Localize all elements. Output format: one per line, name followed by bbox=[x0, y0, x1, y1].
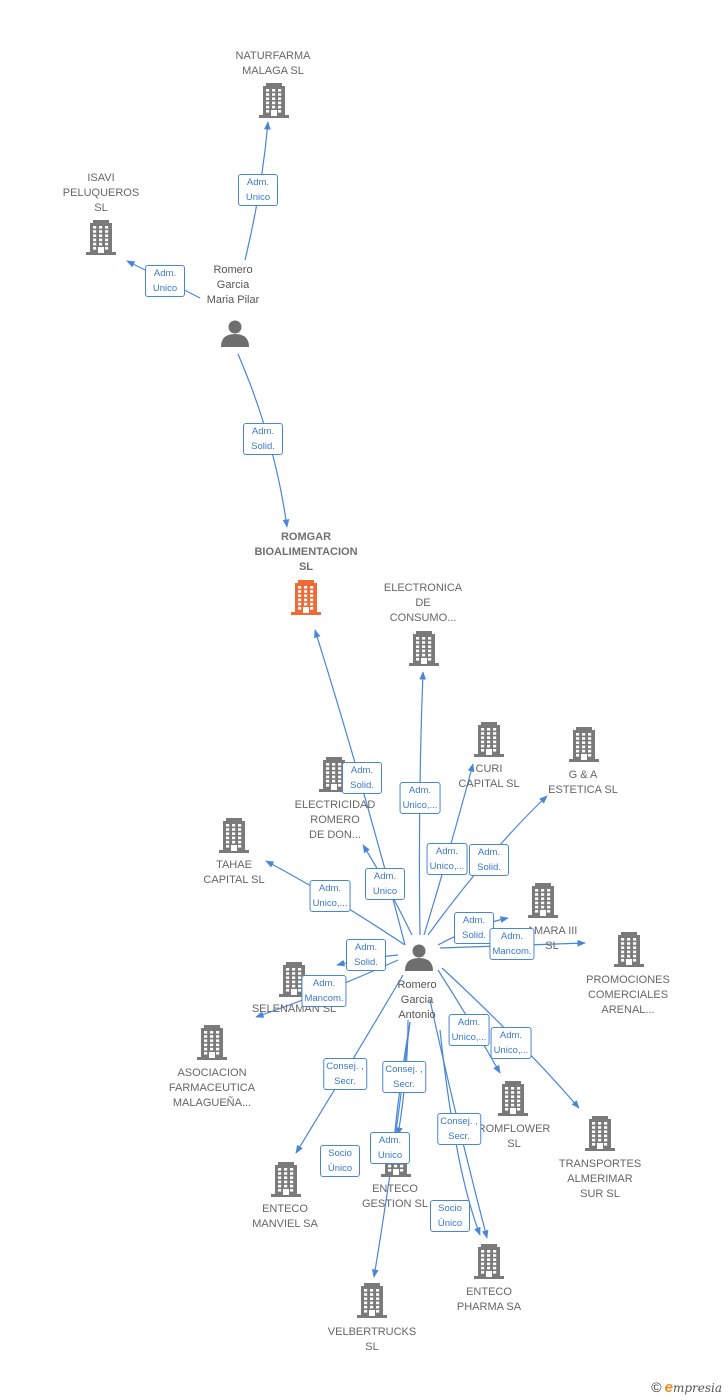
building-icon[interactable] bbox=[219, 818, 249, 853]
edge-label: Adm. Solid. bbox=[346, 939, 386, 971]
building-icon[interactable] bbox=[357, 1283, 387, 1318]
edge-label: Adm. Mancom. bbox=[489, 928, 535, 960]
edge-label: Adm. Unico,... bbox=[448, 1014, 490, 1046]
copyright-icon: © bbox=[651, 1379, 662, 1395]
node-label-curi[interactable]: CURI CAPITAL SL bbox=[458, 763, 520, 790]
node-label-velbertrucks[interactable]: VELBERTRUCKS SL bbox=[327, 1326, 417, 1353]
node-label-electronica[interactable]: ELECTRONICA DE CONSUMO... bbox=[383, 582, 463, 624]
building-icon[interactable] bbox=[279, 962, 309, 997]
node-label-romgar[interactable]: ROMGAR BIOALIMENTACION SL bbox=[254, 531, 358, 573]
edge-label: Adm. Unico,... bbox=[490, 1027, 532, 1059]
node-label-transportes[interactable]: TRANSPORTES ALMERIMAR SUR SL bbox=[558, 1158, 642, 1200]
brand-logo-text: mpresia bbox=[672, 1381, 722, 1395]
node-label-promociones[interactable]: PROMOCIONES COMERCIALES ARENAL... bbox=[586, 974, 670, 1016]
edge-label: Adm. Unico,... bbox=[399, 782, 441, 814]
node-label-amara[interactable]: AMARA III SL bbox=[526, 925, 578, 952]
edge-label: Adm. Unico bbox=[370, 1132, 410, 1164]
node-label-rga[interactable]: Romero Garcia Antonio bbox=[397, 979, 437, 1021]
edge-label: Adm. Solid. bbox=[342, 762, 382, 794]
edge-label: Consej. , Secr. bbox=[437, 1113, 481, 1145]
node-label-electricidad[interactable]: ELECTRICIDAD ROMERO DE DON... bbox=[294, 799, 376, 841]
node-label-asociacion[interactable]: ASOCIACION FARMACEUTICA MALAGUEÑA... bbox=[168, 1067, 256, 1109]
building-icon[interactable] bbox=[409, 631, 439, 666]
node-label-manviel[interactable]: ENTECO MANVIEL SA bbox=[252, 1203, 318, 1230]
edge-label: Consej. , Secr. bbox=[382, 1061, 426, 1093]
main-company-building-icon[interactable] bbox=[291, 580, 321, 615]
node-label-gestion[interactable]: ENTECO GESTION SL bbox=[361, 1183, 429, 1210]
building-icon[interactable] bbox=[259, 83, 289, 118]
edge-label: Adm. Unico,... bbox=[309, 880, 351, 912]
brand-footer: ©empresia bbox=[651, 1379, 722, 1396]
edge-label: Adm. Solid. bbox=[454, 912, 494, 944]
building-icon[interactable] bbox=[86, 220, 116, 255]
edge-label: Socio Único bbox=[430, 1200, 470, 1232]
edge-label: Adm. Unico,... bbox=[426, 843, 468, 875]
building-icon[interactable] bbox=[614, 932, 644, 967]
brand-logo-initial: e bbox=[664, 1379, 673, 1396]
building-icon[interactable] bbox=[319, 757, 349, 792]
person-icon[interactable] bbox=[405, 944, 433, 972]
node-label-naturfarma[interactable]: NATURFARMA MALAGA SL bbox=[235, 50, 311, 77]
edge-label: Adm. Unico bbox=[365, 868, 405, 900]
node-label-isavi[interactable]: ISAVI PELUQUEROS SL bbox=[62, 172, 140, 214]
edge-label: Adm. Solid. bbox=[469, 844, 509, 876]
building-icon[interactable] bbox=[569, 727, 599, 762]
building-icon[interactable] bbox=[474, 1244, 504, 1279]
building-icon[interactable] bbox=[498, 1081, 528, 1116]
person-icon[interactable] bbox=[221, 320, 249, 348]
building-icon[interactable] bbox=[528, 883, 558, 918]
node-label-pharma[interactable]: ENTECO PHARMA SA bbox=[456, 1286, 522, 1313]
edge-label: Adm. Mancom. bbox=[301, 975, 347, 1007]
edge-rga-pharma bbox=[439, 1029, 481, 1236]
node-label-romflower[interactable]: ROMFLOWER SL bbox=[477, 1123, 551, 1150]
edge-label: Adm. Unico bbox=[238, 174, 278, 206]
node-label-rgmp[interactable]: Romero Garcia Maria Pilar bbox=[206, 264, 260, 306]
building-icon[interactable] bbox=[271, 1162, 301, 1197]
node-label-gya[interactable]: G & A ESTETICA SL bbox=[548, 769, 618, 796]
node-label-tahae[interactable]: TAHAE CAPITAL SL bbox=[203, 859, 265, 886]
building-icon[interactable] bbox=[585, 1116, 615, 1151]
edge-label: Socio Único bbox=[320, 1145, 360, 1177]
edge-label: Consej. , Secr. bbox=[323, 1058, 367, 1090]
building-icon[interactable] bbox=[197, 1025, 227, 1060]
building-icon[interactable] bbox=[474, 722, 504, 757]
edge-label: Adm. Unico bbox=[145, 265, 185, 297]
edge-label: Adm. Solid. bbox=[243, 423, 283, 455]
